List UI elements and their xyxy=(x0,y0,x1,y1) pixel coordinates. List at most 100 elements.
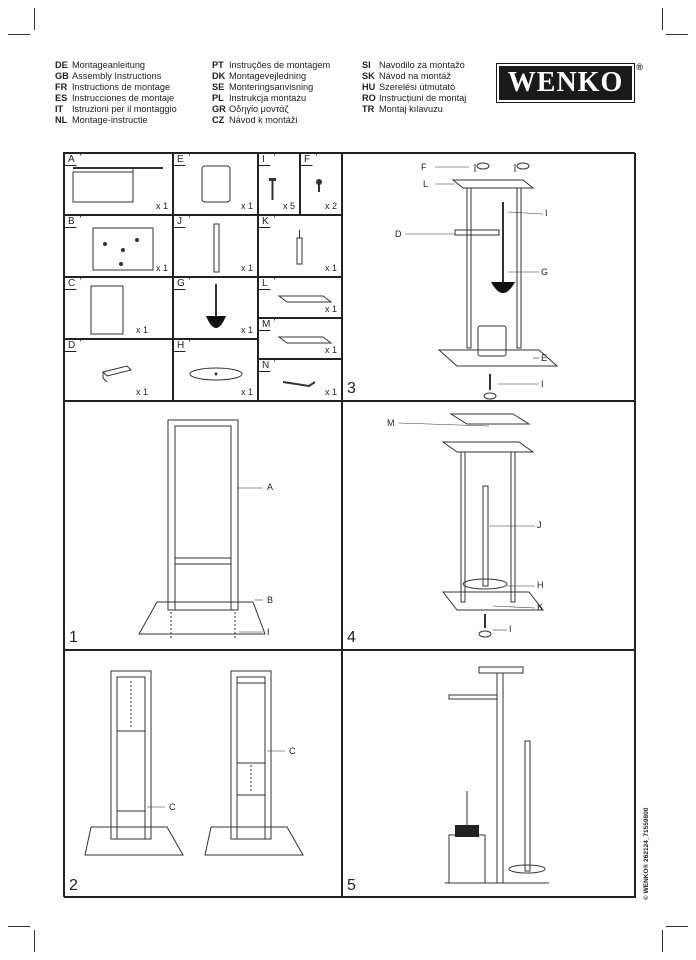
languages-col1-3-text-text: Instrucciones de montaje xyxy=(72,93,175,104)
languages-col1-0-text-text: Montageanleitung xyxy=(72,60,146,70)
steps-s5-num-text: 5 xyxy=(347,877,356,894)
steps-s1-labels-2-text: I xyxy=(267,627,270,637)
languages-col2-4-text-text: Οδηγίο μοντάζ xyxy=(229,104,289,115)
steps-s4-labels-2-text: H xyxy=(537,580,544,590)
element: SI Navodilo za montažo xyxy=(362,60,466,71)
languages-col2-0-text-text: Instruções de montagem xyxy=(229,60,331,70)
parts-0-qty-text: x 1 xyxy=(155,201,168,211)
parts-3-qty-text: x 1 xyxy=(135,387,148,397)
steps-s4-labels-1-text: J xyxy=(537,520,542,530)
step-2: C C 2 xyxy=(64,650,342,898)
illustration xyxy=(277,336,333,344)
element: DE Montageanleitung xyxy=(55,60,177,71)
languages-col3-1-text-text: Návod na montáž xyxy=(379,71,452,82)
parts-4-qty-text: x 1 xyxy=(240,201,253,211)
steps-s4-num-text: 4 xyxy=(347,629,356,646)
step-4: M J H K I 4 xyxy=(342,401,636,650)
parts-6-qty-text: x 1 xyxy=(240,325,253,335)
steps-s1-labels-0-text: A xyxy=(267,482,274,492)
crop-mark xyxy=(666,926,688,927)
element: SK Návod na montáž xyxy=(362,71,466,82)
languages-col3-1-code-text: SK xyxy=(362,71,375,82)
crop-mark xyxy=(662,8,663,30)
languages-col2-3-code-text: PL xyxy=(212,93,224,104)
steps-s1-num-text: 1 xyxy=(69,629,78,646)
crop-mark xyxy=(662,930,663,952)
element: TR Montaj kılavuzu xyxy=(362,104,466,115)
illustration xyxy=(84,670,304,856)
languages-col3-2-text-text: Szerelési útmutató xyxy=(379,82,456,93)
steps-s3-labels-5-text: E xyxy=(541,353,548,363)
illustration xyxy=(206,284,226,328)
parts-12-qty-text: x 1 xyxy=(324,345,337,355)
steps-s3-labels-6-text: I xyxy=(541,379,544,389)
steps-s2-labels-1-text: C xyxy=(289,746,296,756)
languages-col2-2-code-text: SE xyxy=(212,82,225,93)
languages-col3-4-code-text: TR xyxy=(362,104,375,115)
languages-col1-2-code-text: FR xyxy=(55,82,68,93)
languages-col3-4-text-text: Montaj kılavuzu xyxy=(379,104,443,115)
languages-col1-5-code-text: NL xyxy=(55,115,68,126)
steps-s3-labels-3-text: D xyxy=(395,229,402,239)
logo-text-text: WENKO xyxy=(507,67,624,98)
illustration xyxy=(269,178,276,200)
element: SE Monteringsanvisning xyxy=(212,82,330,93)
illustration xyxy=(213,223,220,273)
languages-col3-3-code-text: RO xyxy=(362,93,376,104)
languages-col1-0-code-text: DE xyxy=(55,60,68,70)
parts-11-qty-text: x 1 xyxy=(324,304,337,314)
step-3: F L I D G E I 3 xyxy=(342,153,636,401)
crop-mark xyxy=(8,926,30,927)
languages-col3-3-text-text: Instrucțiuni de montaj xyxy=(379,93,467,104)
illustration xyxy=(92,227,154,271)
languages-col2-5-code-text: CZ xyxy=(212,115,225,126)
illustration xyxy=(277,295,333,303)
illustration xyxy=(282,381,316,388)
parts-8-qty-text: x 5 xyxy=(282,201,295,211)
illustration xyxy=(296,230,303,265)
parts-10-qty-text: x 1 xyxy=(324,263,337,273)
illustration xyxy=(201,165,231,203)
parts-7-qty-text: x 1 xyxy=(240,387,253,397)
languages-col1-1-code-text: GB xyxy=(55,71,69,82)
languages-col2-4-code-text: GR xyxy=(212,104,226,115)
illustration xyxy=(445,666,549,884)
languages-col2-2-text-text: Monteringsanvisning xyxy=(229,82,314,93)
parts-13-qty-text: x 1 xyxy=(324,387,337,397)
parts-1-qty-text: x 1 xyxy=(155,263,168,273)
steps-s3-num-text: 3 xyxy=(347,380,356,397)
languages-col1-3-code-text: ES xyxy=(55,93,68,104)
languages-col1-1-text-text: Assembly Instructions xyxy=(72,71,162,82)
footer-code: © WENKO® 262124_71559800 xyxy=(643,807,650,900)
crop-mark xyxy=(34,930,35,952)
steps-s3-labels-0-text: F xyxy=(421,162,427,172)
crop-mark xyxy=(8,34,30,35)
steps-s4-labels-3-text: K xyxy=(537,602,544,612)
illustration xyxy=(138,419,266,638)
languages-col3-0-text-text: Navodilo za montažo xyxy=(379,60,465,70)
steps-s2-num-text: 2 xyxy=(69,877,78,894)
steps-s3-labels-2-text: I xyxy=(545,208,548,218)
crop-mark xyxy=(666,34,688,35)
illustration xyxy=(398,413,545,638)
languages-col3-0-code-text: SI xyxy=(362,60,371,70)
illustration xyxy=(72,167,163,203)
